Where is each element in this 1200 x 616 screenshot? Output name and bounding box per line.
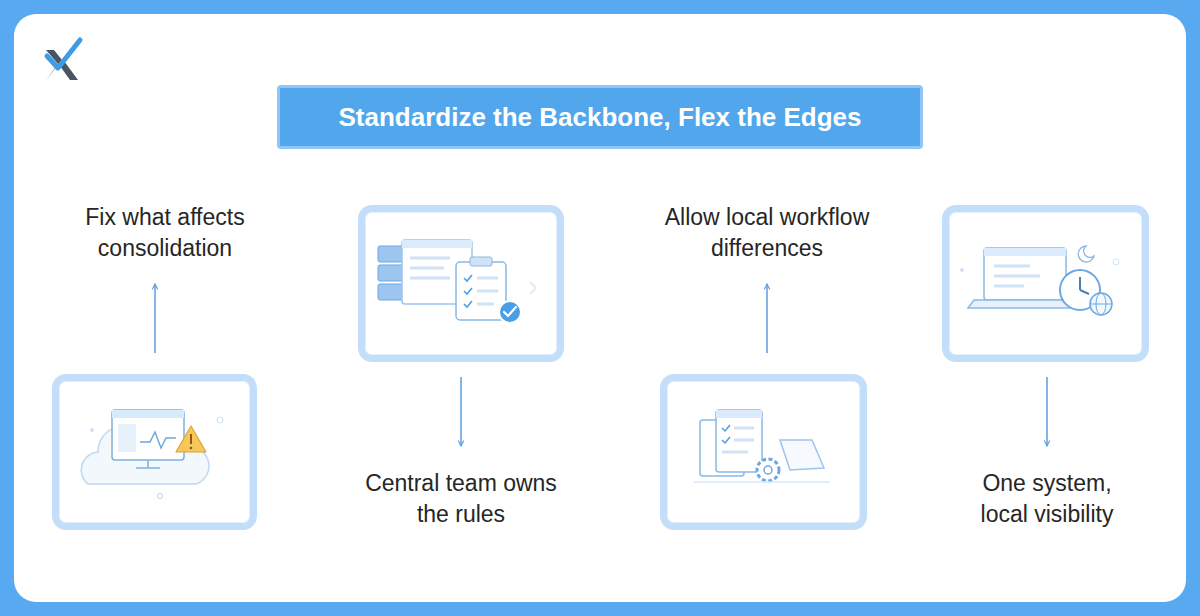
- leader-arrow: [460, 377, 462, 446]
- cloud-warning-icon: [118, 424, 136, 452]
- rules-clipboard-icon: [464, 288, 472, 294]
- brand-logo: [46, 40, 80, 80]
- laptop-clock-globe-icon: [1096, 293, 1106, 315]
- laptop-clock-globe-icon: [1060, 270, 1100, 310]
- laptop-clock-globe-icon: [1078, 246, 1094, 262]
- rules-clipboard-icon: [477, 290, 498, 293]
- laptop-clock-globe-icon: [1079, 277, 1081, 290]
- laptop-clock-globe-icon: [1080, 290, 1089, 294]
- cloud-warning-icon: [158, 494, 163, 499]
- rules-clipboard-icon: [410, 277, 450, 280]
- documents-gear-icon: [722, 451, 748, 454]
- documents-gear-icon: [716, 410, 762, 472]
- leader-arrow: [766, 284, 768, 353]
- laptop-clock-globe-icon: [1090, 293, 1112, 315]
- step-label: Central team owns the rules: [354, 468, 569, 530]
- illustration-card: Central team owns the rules: [358, 205, 564, 362]
- illustration-card: Fix what affects consolidation: [52, 374, 257, 530]
- illustration-card: One system, local visibility: [942, 205, 1149, 362]
- cloud-warning-icon: [190, 447, 193, 450]
- laptop-clock-globe-icon: [994, 285, 1024, 288]
- rules-clipboard-icon: [378, 284, 408, 300]
- laptop-clock-globe-icon: [994, 275, 1040, 278]
- rules-clipboard-icon: [402, 240, 472, 248]
- laptop-clock-globe-icon: [1113, 259, 1119, 265]
- cloud-warning-icon: [140, 432, 176, 448]
- rules-clipboard-icon: [378, 240, 536, 323]
- step-label: Allow local workflow differences: [660, 202, 875, 264]
- cloud-warning-icon: [176, 426, 206, 452]
- leader-arrow: [154, 284, 156, 353]
- documents-gear-icon: [734, 439, 754, 442]
- cloud-warning-icon: [217, 417, 223, 423]
- rules-clipboard-icon: [470, 257, 492, 266]
- laptop-clock-globe-icon: [984, 248, 1066, 256]
- leader-arrow: [155, 284, 1047, 446]
- laptop-clock-globe-icon: [968, 300, 1082, 308]
- documents-gear-icon: [694, 481, 830, 483]
- rules-clipboard-icon: [410, 267, 444, 270]
- cloud-warning-icon: [90, 428, 94, 432]
- rules-clipboard-icon: [456, 262, 506, 320]
- brand-logo: [60, 61, 78, 80]
- rules-clipboard-icon: [402, 240, 472, 304]
- rules-clipboard-icon: [499, 301, 521, 323]
- diagram-title: Standardize the Backbone, Flex the Edges: [338, 102, 861, 133]
- rules-clipboard-icon: [410, 257, 450, 260]
- step-label: Fix what affects consolidation: [58, 202, 273, 264]
- rules-clipboard-icon: [464, 301, 472, 307]
- documents-gear-icon: [780, 440, 824, 470]
- rules-clipboard-icon: [504, 307, 516, 316]
- rules-clipboard-icon: [464, 275, 472, 281]
- laptop-clock-globe-icon: [960, 268, 964, 272]
- documents-gear-icon: [700, 420, 744, 476]
- cloud-warning-icon: [112, 410, 184, 460]
- cloud-warning-icon: [112, 410, 184, 418]
- cloud-warning-icon: [190, 434, 192, 444]
- laptop-clock-globe-icon: [984, 248, 1066, 300]
- rules-clipboard-icon: [530, 282, 536, 294]
- cloud-warning-icon: [81, 410, 223, 499]
- cloud-warning-icon: [147, 460, 149, 468]
- documents-gear-icon: [694, 410, 830, 482]
- cloud-warning-icon: [81, 426, 209, 484]
- step-label: One system, local visibility: [965, 468, 1130, 530]
- rules-clipboard-icon: [378, 246, 408, 262]
- documents-gear-icon: [722, 425, 730, 431]
- brand-logo: [46, 50, 62, 80]
- cloud-warning-icon: [136, 467, 160, 469]
- brand-logo: [47, 40, 80, 68]
- title-banner: Standardize the Backbone, Flex the Edges: [277, 85, 923, 149]
- rules-clipboard-icon: [378, 265, 408, 281]
- documents-gear-icon: [722, 437, 730, 443]
- documents-gear-icon: [716, 410, 762, 418]
- rules-clipboard-icon: [477, 277, 498, 280]
- documents-gear-icon: [764, 466, 772, 474]
- laptop-clock-globe-icon: [960, 246, 1119, 315]
- documents-gear-icon: [757, 459, 779, 481]
- documents-gear-icon: [734, 427, 754, 430]
- laptop-clock-globe-icon: [1090, 304, 1112, 305]
- rules-clipboard-icon: [477, 303, 494, 306]
- leader-arrow: [1046, 377, 1048, 446]
- illustration-card: Allow local workflow differences: [660, 374, 867, 530]
- laptop-clock-globe-icon: [994, 265, 1030, 268]
